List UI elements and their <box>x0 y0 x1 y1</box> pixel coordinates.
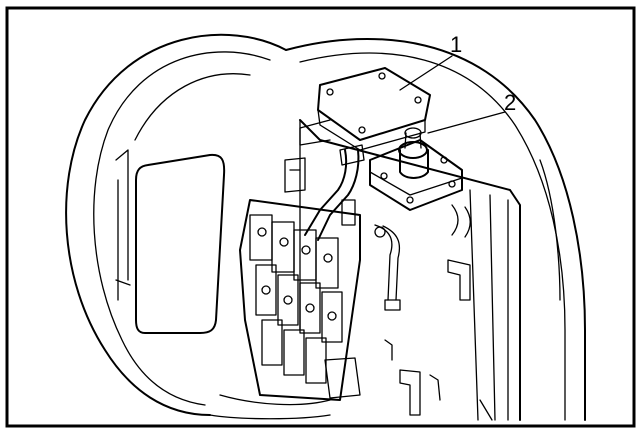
callout-2: 2 <box>427 90 516 134</box>
callout-label-2: 2 <box>504 90 516 115</box>
figure-frame <box>5 6 636 428</box>
panel-brackets <box>384 204 493 421</box>
door-window <box>135 153 226 334</box>
control-valve-block <box>239 157 361 401</box>
cover-plate <box>299 67 431 151</box>
callout-label-1: 1 <box>450 32 462 57</box>
hoses <box>304 144 401 311</box>
callout-1: 1 <box>399 32 462 91</box>
filler-fitting <box>369 127 463 211</box>
callout-leader-1 <box>399 55 453 91</box>
cab-door <box>65 33 331 420</box>
callout-leader-2 <box>427 111 506 134</box>
